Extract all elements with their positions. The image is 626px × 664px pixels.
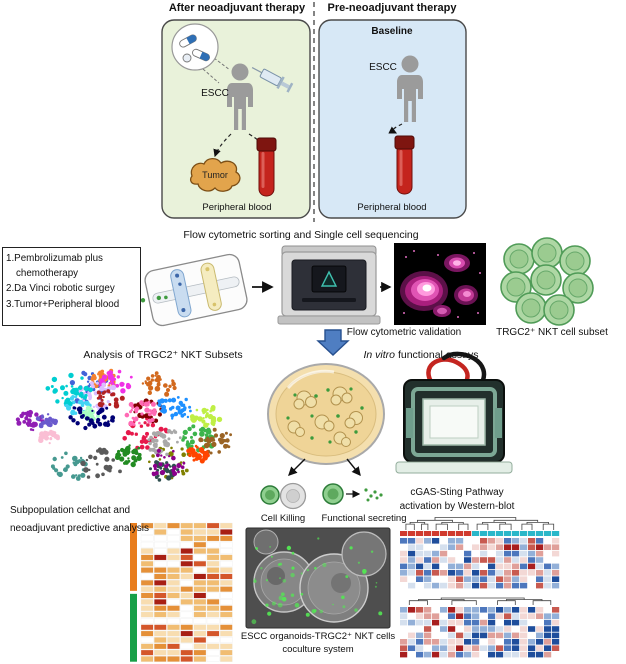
invitro-section-title: In vitro functional assays <box>364 349 479 361</box>
single-cell-sequencer <box>277 245 381 325</box>
protocol-item-2: 2.Da Vinci robotic surgey <box>6 283 115 295</box>
nkt-cell-cluster <box>500 237 594 326</box>
syringe-icon <box>251 67 294 93</box>
peripheral-blood-label-after: Peripheral blood <box>202 202 272 213</box>
tsne-cluster-plot <box>15 368 233 482</box>
western-heatmap-bottom <box>400 597 560 658</box>
cgas-caption-line1: cGAS-Sting Pathway <box>410 487 504 498</box>
protocol-item-1: 1.Pembrolizumab plus <box>6 253 103 264</box>
blood-tube-after <box>256 137 277 197</box>
protocol-item-1b: chemotherapy <box>16 268 79 280</box>
tumor-label: Tumor <box>202 170 228 180</box>
western-heatmap-top <box>400 517 560 589</box>
arrow-dish-to-secreting <box>346 458 361 477</box>
protocol-list: 1.Pembrolizumab plus chemotherapy 2.Da V… <box>2 247 141 326</box>
cell-killing-label: Cell Killing <box>260 513 306 524</box>
tumor-icon <box>190 157 241 192</box>
protocol-item-3: 3.Tumor+Peripheral blood <box>6 298 120 310</box>
blood-tube-baseline <box>394 135 415 195</box>
analysis-section-title: Analysis of TRGC2⁺ NKT Subsets <box>83 349 243 361</box>
predictive-heatmap <box>130 522 233 662</box>
organoid-microscopy-image <box>245 527 391 629</box>
invitro-italic-part: In vitro <box>363 349 396 361</box>
down-arrow-icon <box>316 329 350 356</box>
pre-therapy-title: Pre-neoadjuvant therapy <box>327 2 457 14</box>
medication-pills-icon <box>171 23 231 84</box>
microfluidic-sorting-chip <box>127 253 248 327</box>
subpopulation-caption-line1: Subpopulation cellchat and <box>10 505 131 516</box>
western-blot-apparatus <box>395 351 513 474</box>
after-therapy-title: After neoadjuvant therapy <box>168 2 306 14</box>
sorting-sequencing-title: Flow cytometric sorting and Single cell … <box>183 229 419 241</box>
peripheral-blood-label-baseline: Peripheral blood <box>357 202 427 213</box>
flow-cytometry-plot <box>394 243 486 325</box>
functional-secreting-icon <box>322 483 383 505</box>
patient-figure-baseline <box>397 55 423 122</box>
arrow-to-blood-after <box>248 133 264 148</box>
coculture-caption-line2: coculture system <box>282 644 354 655</box>
escc-label-after: ESCC <box>201 88 229 99</box>
subpopulation-caption-line2: neoadjuvant predictive analysis <box>10 523 149 534</box>
patient-figure-after <box>227 63 253 130</box>
arrow-to-tumor <box>213 133 232 158</box>
cell-killing-icon <box>260 482 307 510</box>
nkt-subset-label: TRGC2⁺ NKT cell subset <box>496 327 608 338</box>
baseline-label: Baseline <box>371 26 413 37</box>
coculture-caption-line1: ESCC organoids-TRGC2⁺ NKT cells <box>240 631 396 642</box>
arrow-to-blood-baseline <box>388 123 403 134</box>
flow-validation-label: Flow cytometric validation <box>346 327 462 338</box>
functional-secreting-label: Functional secreting <box>321 513 407 524</box>
red-electrode-cable <box>426 357 470 389</box>
invitro-rest-part: functional assays <box>395 349 479 361</box>
escc-label-baseline: ESCC <box>369 62 397 73</box>
arrow-dish-to-killing <box>288 458 306 476</box>
organoid-petri-dish <box>267 363 385 465</box>
cgas-caption-line2: activation by Western-blot <box>399 501 515 512</box>
pre-therapy-panel <box>318 19 467 219</box>
